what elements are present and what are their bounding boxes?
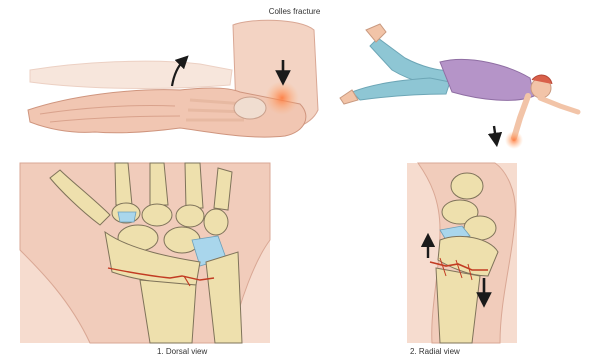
hand-wrist-illustration [28, 20, 318, 137]
radial-view-illustration [407, 163, 517, 343]
radial-view-caption: 2. Radial view [410, 347, 460, 356]
falling-person-illustration [340, 24, 578, 149]
dorsal-view-illustration [20, 163, 270, 343]
figure-title: Colles fracture [0, 7, 589, 16]
dorsal-view-caption: 1. Dorsal view [157, 347, 207, 356]
